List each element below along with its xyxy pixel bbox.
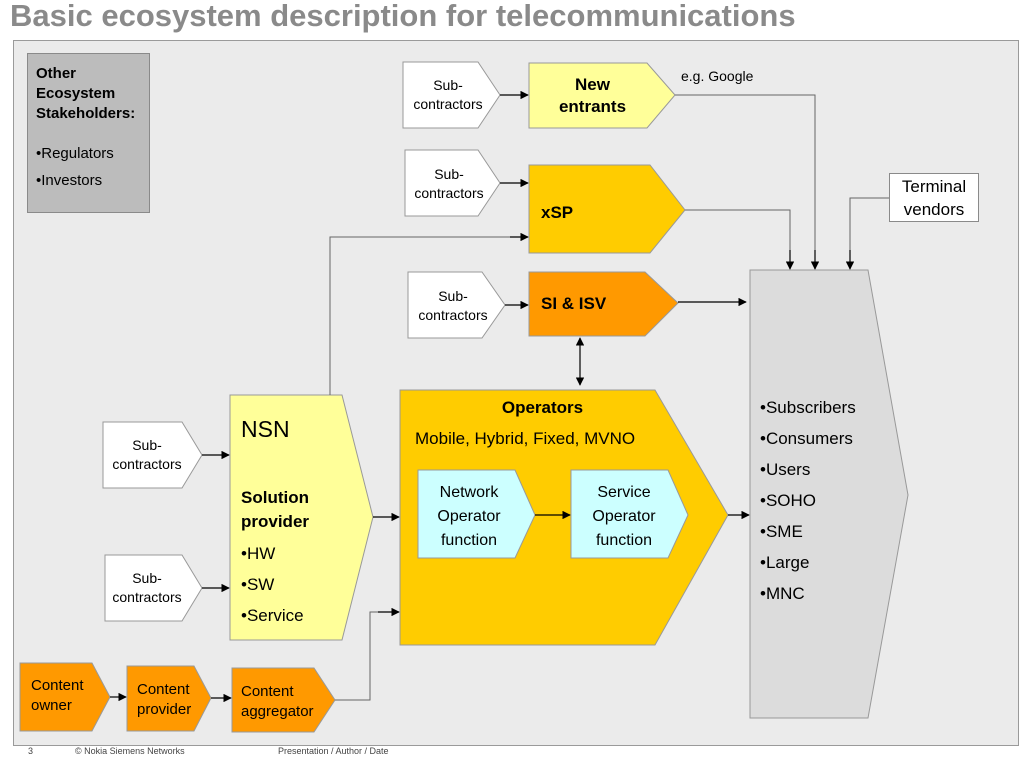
content-aggregator-label: Content aggregator — [241, 683, 314, 720]
terminal-vendors-line2: vendors — [903, 200, 965, 219]
footer-presentation: Presentation / Author / Date — [278, 746, 389, 756]
new-entrants-example: e.g. Google — [681, 68, 754, 84]
operators-subtitle: Mobile, Hybrid, Fixed, MVNO — [415, 429, 636, 448]
customers-shape — [749, 269, 909, 719]
subcontractor-shape-nsn-1 — [102, 421, 203, 489]
network-operator-shape — [417, 469, 536, 559]
subcontractor-shape-nsn-2 — [104, 554, 203, 622]
subcontractor-label-si: Sub- contractors — [418, 288, 488, 323]
new-entrants-shape — [528, 62, 676, 129]
stakeholders-heading-1: Other — [36, 65, 77, 82]
nsn-name: NSN — [241, 416, 290, 442]
network-operator-label: Network Operator function — [437, 484, 501, 549]
connector-xsp-to-customers — [685, 209, 791, 268]
si-isv-shape — [528, 271, 679, 337]
stakeholders-heading-3: Stakeholders: — [36, 105, 136, 122]
subcontractor-shape-new-entrants — [402, 61, 501, 129]
stakeholder-investors: •Investors — [36, 172, 103, 189]
customer-mnc: •MNC — [760, 584, 805, 603]
nsn-shape — [229, 394, 374, 641]
nsn-items: •HW •SW •Service — [241, 538, 304, 631]
xsp-shape — [528, 164, 686, 254]
customer-subscribers: •Subscribers — [760, 398, 856, 417]
content-owner-label: Content owner — [31, 677, 84, 714]
subcontractor-label-new-entrants: Sub- contractors — [413, 77, 483, 112]
other-stakeholders-box: Other Ecosystem Stakeholders: •Regulator… — [27, 53, 150, 213]
nsn-item-service: •Service — [241, 606, 304, 625]
page-title: Basic ecosystem description for telecomm… — [10, 0, 796, 33]
customer-large: •Large — [760, 553, 810, 572]
subcontractor-label-nsn-2: Sub- contractors — [112, 570, 182, 605]
content-provider-shape — [126, 665, 212, 732]
subcontractor-shape-si — [407, 271, 506, 339]
customer-soho: •SOHO — [760, 491, 817, 510]
connector-nsn-to-xsp — [329, 236, 528, 395]
service-operator-label: Service Operator function — [592, 484, 656, 549]
customers-list: •Subscribers •Consumers •Users •SOHO •SM… — [760, 392, 856, 609]
content-owner-shape — [19, 662, 111, 732]
xsp-label: xSP — [541, 203, 574, 222]
footer-page-number: 3 — [28, 746, 34, 756]
customer-sme: •SME — [760, 522, 803, 541]
stakeholders-heading-2: Ecosystem — [36, 85, 116, 102]
subcontractor-label-xsp: Sub- contractors — [414, 166, 484, 201]
nsn-item-sw: •SW — [241, 575, 275, 594]
terminal-vendors-line1: Terminal — [901, 177, 967, 196]
terminal-vendors-box: Terminal vendors — [889, 173, 979, 222]
new-entrants-label: New entrants — [558, 75, 627, 116]
subcontractor-label-nsn-1: Sub- contractors — [112, 437, 182, 472]
connector-new-entrants-to-customers — [675, 94, 816, 268]
subcontractor-shape-xsp — [404, 149, 501, 217]
nsn-item-hw: •HW — [241, 544, 276, 563]
content-provider-label: Content provider — [137, 681, 192, 718]
stakeholder-regulators: •Regulators — [36, 145, 114, 162]
customer-users: •Users — [760, 460, 811, 479]
operators-title: Operators — [501, 398, 584, 417]
content-aggregator-shape — [231, 667, 336, 733]
customer-consumers: •Consumers — [760, 429, 853, 448]
si-isv-label: SI & ISV — [541, 294, 607, 313]
connector-terminal-to-customers — [849, 197, 889, 268]
service-operator-shape — [570, 469, 689, 559]
nsn-role: Solution provider — [241, 488, 310, 531]
footer-company: © Nokia Siemens Networks — [75, 746, 185, 756]
